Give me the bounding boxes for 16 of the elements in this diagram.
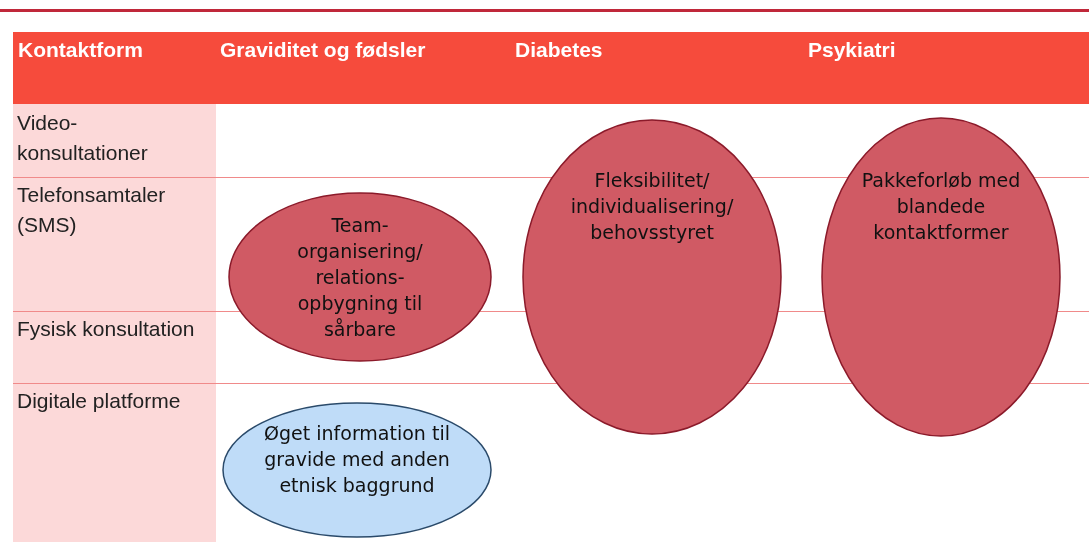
- column-header: Psykiatri: [808, 38, 896, 62]
- ellipse-text: Pakkeforløb med blandede kontaktformer: [860, 168, 1022, 245]
- topic-ellipse: [522, 119, 782, 435]
- row-header: Telefonsamtaler (SMS): [17, 182, 167, 238]
- row-header: Fysisk konsultation: [17, 316, 196, 342]
- ellipse-text: Team- organisering/ relations- opbygning til sårbare: [296, 213, 424, 342]
- topic-ellipse: [222, 402, 492, 538]
- column-header: Diabetes: [515, 38, 603, 62]
- column-header: Kontaktform: [18, 38, 143, 62]
- topic-ellipse: [228, 192, 492, 362]
- column-header: Graviditet og fødsler: [220, 38, 426, 62]
- row-header: Video- konsultationer: [17, 110, 149, 166]
- topic-ellipse: [821, 117, 1061, 437]
- ellipse-text: Øget information til gravide med anden etnisk baggrund: [263, 421, 451, 498]
- row-header: Digitale platforme: [17, 388, 182, 414]
- ellipse-text: Fleksibilitet/ individualisering/ behovsstyret: [569, 168, 735, 245]
